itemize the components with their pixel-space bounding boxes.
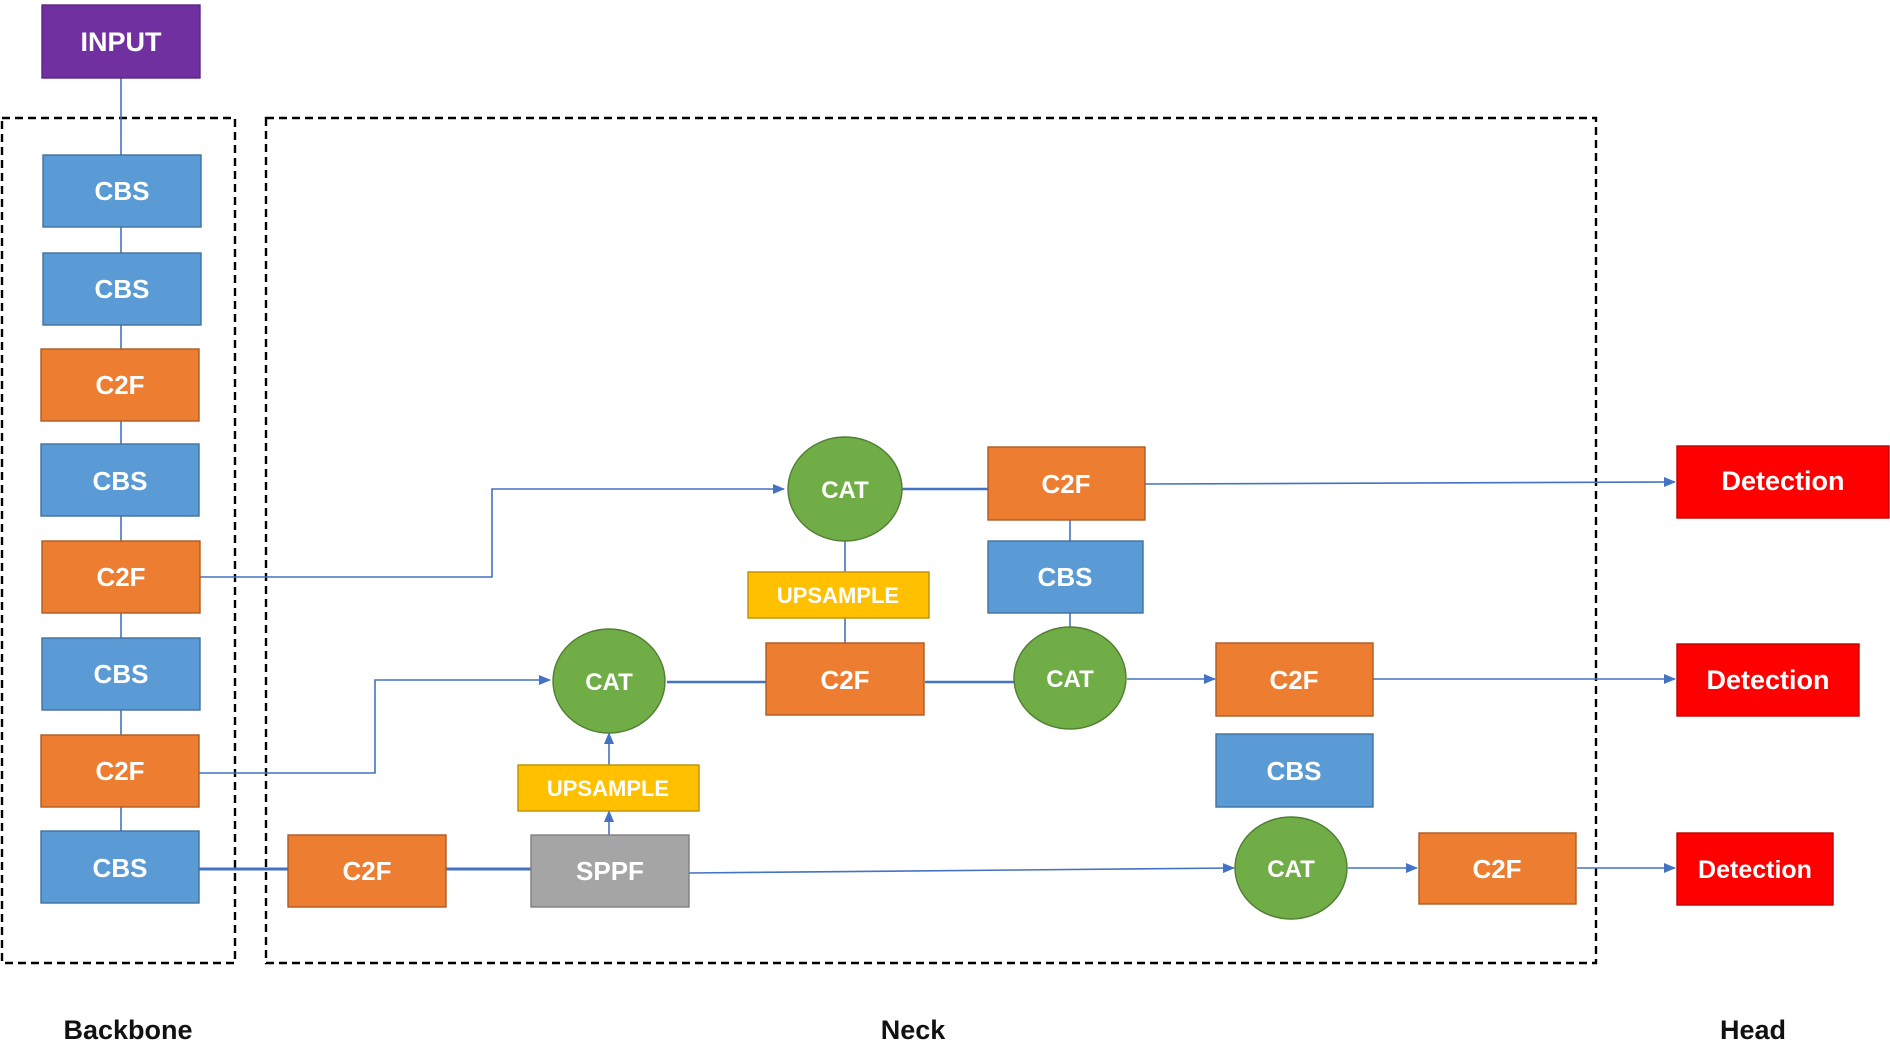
edge-c2ftop-det1 xyxy=(1144,477,1676,488)
neck-cbs-mid: CBS xyxy=(1215,733,1374,808)
backbone-cbs-3: CBS xyxy=(40,443,200,517)
detection-2: Detection xyxy=(1676,643,1860,717)
backbone-c2f-3: C2F xyxy=(40,734,200,808)
neck-cat-bot: CAT xyxy=(1234,816,1348,920)
neck-upsample-1-label: UPSAMPLE xyxy=(547,776,669,801)
neck-upsample-2: UPSAMPLE xyxy=(747,571,930,619)
backbone-cbs-5-label: CBS xyxy=(93,853,148,883)
neck-upsample-1: UPSAMPLE xyxy=(517,764,700,812)
backbone-cbs-4-label: CBS xyxy=(94,659,149,689)
neck-c2f-mid: C2F xyxy=(765,642,925,716)
neck-cat-mid: CAT xyxy=(1013,626,1127,730)
backbone-frame xyxy=(0,116,237,965)
backbone-c2f-2: C2F xyxy=(41,540,201,614)
backbone-c2f-2-label: C2F xyxy=(96,562,145,592)
backbone-cbs-1-label: CBS xyxy=(95,176,150,206)
neck-cbs-mid-label: CBS xyxy=(1267,756,1322,786)
neck-cbs-top-label: CBS xyxy=(1038,562,1093,592)
detection-2-label: Detection xyxy=(1706,665,1829,695)
neck-c2f-top-label: C2F xyxy=(1041,469,1090,499)
edge-sppf-catbot xyxy=(688,863,1235,874)
backbone-c2f-1-label: C2F xyxy=(95,370,144,400)
backbone-cbs-5: CBS xyxy=(40,830,200,904)
edge-c2f3-cat1 xyxy=(198,675,551,774)
backbone-cbs-4: CBS xyxy=(41,637,201,711)
neck-cat-1-label: CAT xyxy=(585,669,633,696)
neck-c2f-input: C2F xyxy=(287,834,447,908)
neck-section-label: Neck xyxy=(881,1015,947,1041)
neck-cat-bot-label: CAT xyxy=(1267,856,1315,883)
detection-3-label: Detection xyxy=(1698,856,1812,884)
edges xyxy=(120,78,1676,874)
neck-c2f-mid-label: C2F xyxy=(820,665,869,695)
input-node: INPUT xyxy=(41,4,201,79)
neck-cat-1: CAT xyxy=(552,628,666,734)
detection-1: Detection xyxy=(1676,445,1890,519)
neck-sppf-label: SPPF xyxy=(576,856,644,886)
head-section-label: Head xyxy=(1720,1015,1786,1041)
edge-c2f2-cattop xyxy=(198,484,785,578)
neck-cat-top: CAT xyxy=(787,436,903,542)
neck-frame xyxy=(264,116,1598,965)
neck-cat-top-label: CAT xyxy=(821,477,869,504)
backbone-c2f-3-label: C2F xyxy=(95,756,144,786)
neck-c2f-out-bot: C2F xyxy=(1418,832,1577,905)
backbone-cbs-2-label: CBS xyxy=(95,274,150,304)
backbone-cbs-2: CBS xyxy=(42,252,202,326)
backbone-cbs-1: CBS xyxy=(42,154,202,228)
input-label: INPUT xyxy=(81,27,163,57)
neck-cbs-top: CBS xyxy=(987,540,1144,614)
neck-c2f-input-label: C2F xyxy=(342,856,391,886)
neck-c2f-top: C2F xyxy=(987,446,1146,521)
neck-c2f-out-mid-label: C2F xyxy=(1269,665,1318,695)
neck-sppf: SPPF xyxy=(530,834,690,908)
detection-3: Detection xyxy=(1676,832,1834,906)
neck-cat-mid-label: CAT xyxy=(1046,666,1094,693)
backbone-section-label: Backbone xyxy=(63,1015,192,1041)
neck-upsample-2-label: UPSAMPLE xyxy=(777,583,899,608)
neck-c2f-out-mid: C2F xyxy=(1215,642,1374,717)
backbone-c2f-1: C2F xyxy=(40,348,200,422)
detection-1-label: Detection xyxy=(1721,466,1844,496)
neck-c2f-out-bot-label: C2F xyxy=(1472,854,1521,884)
backbone-cbs-3-label: CBS xyxy=(93,466,148,496)
